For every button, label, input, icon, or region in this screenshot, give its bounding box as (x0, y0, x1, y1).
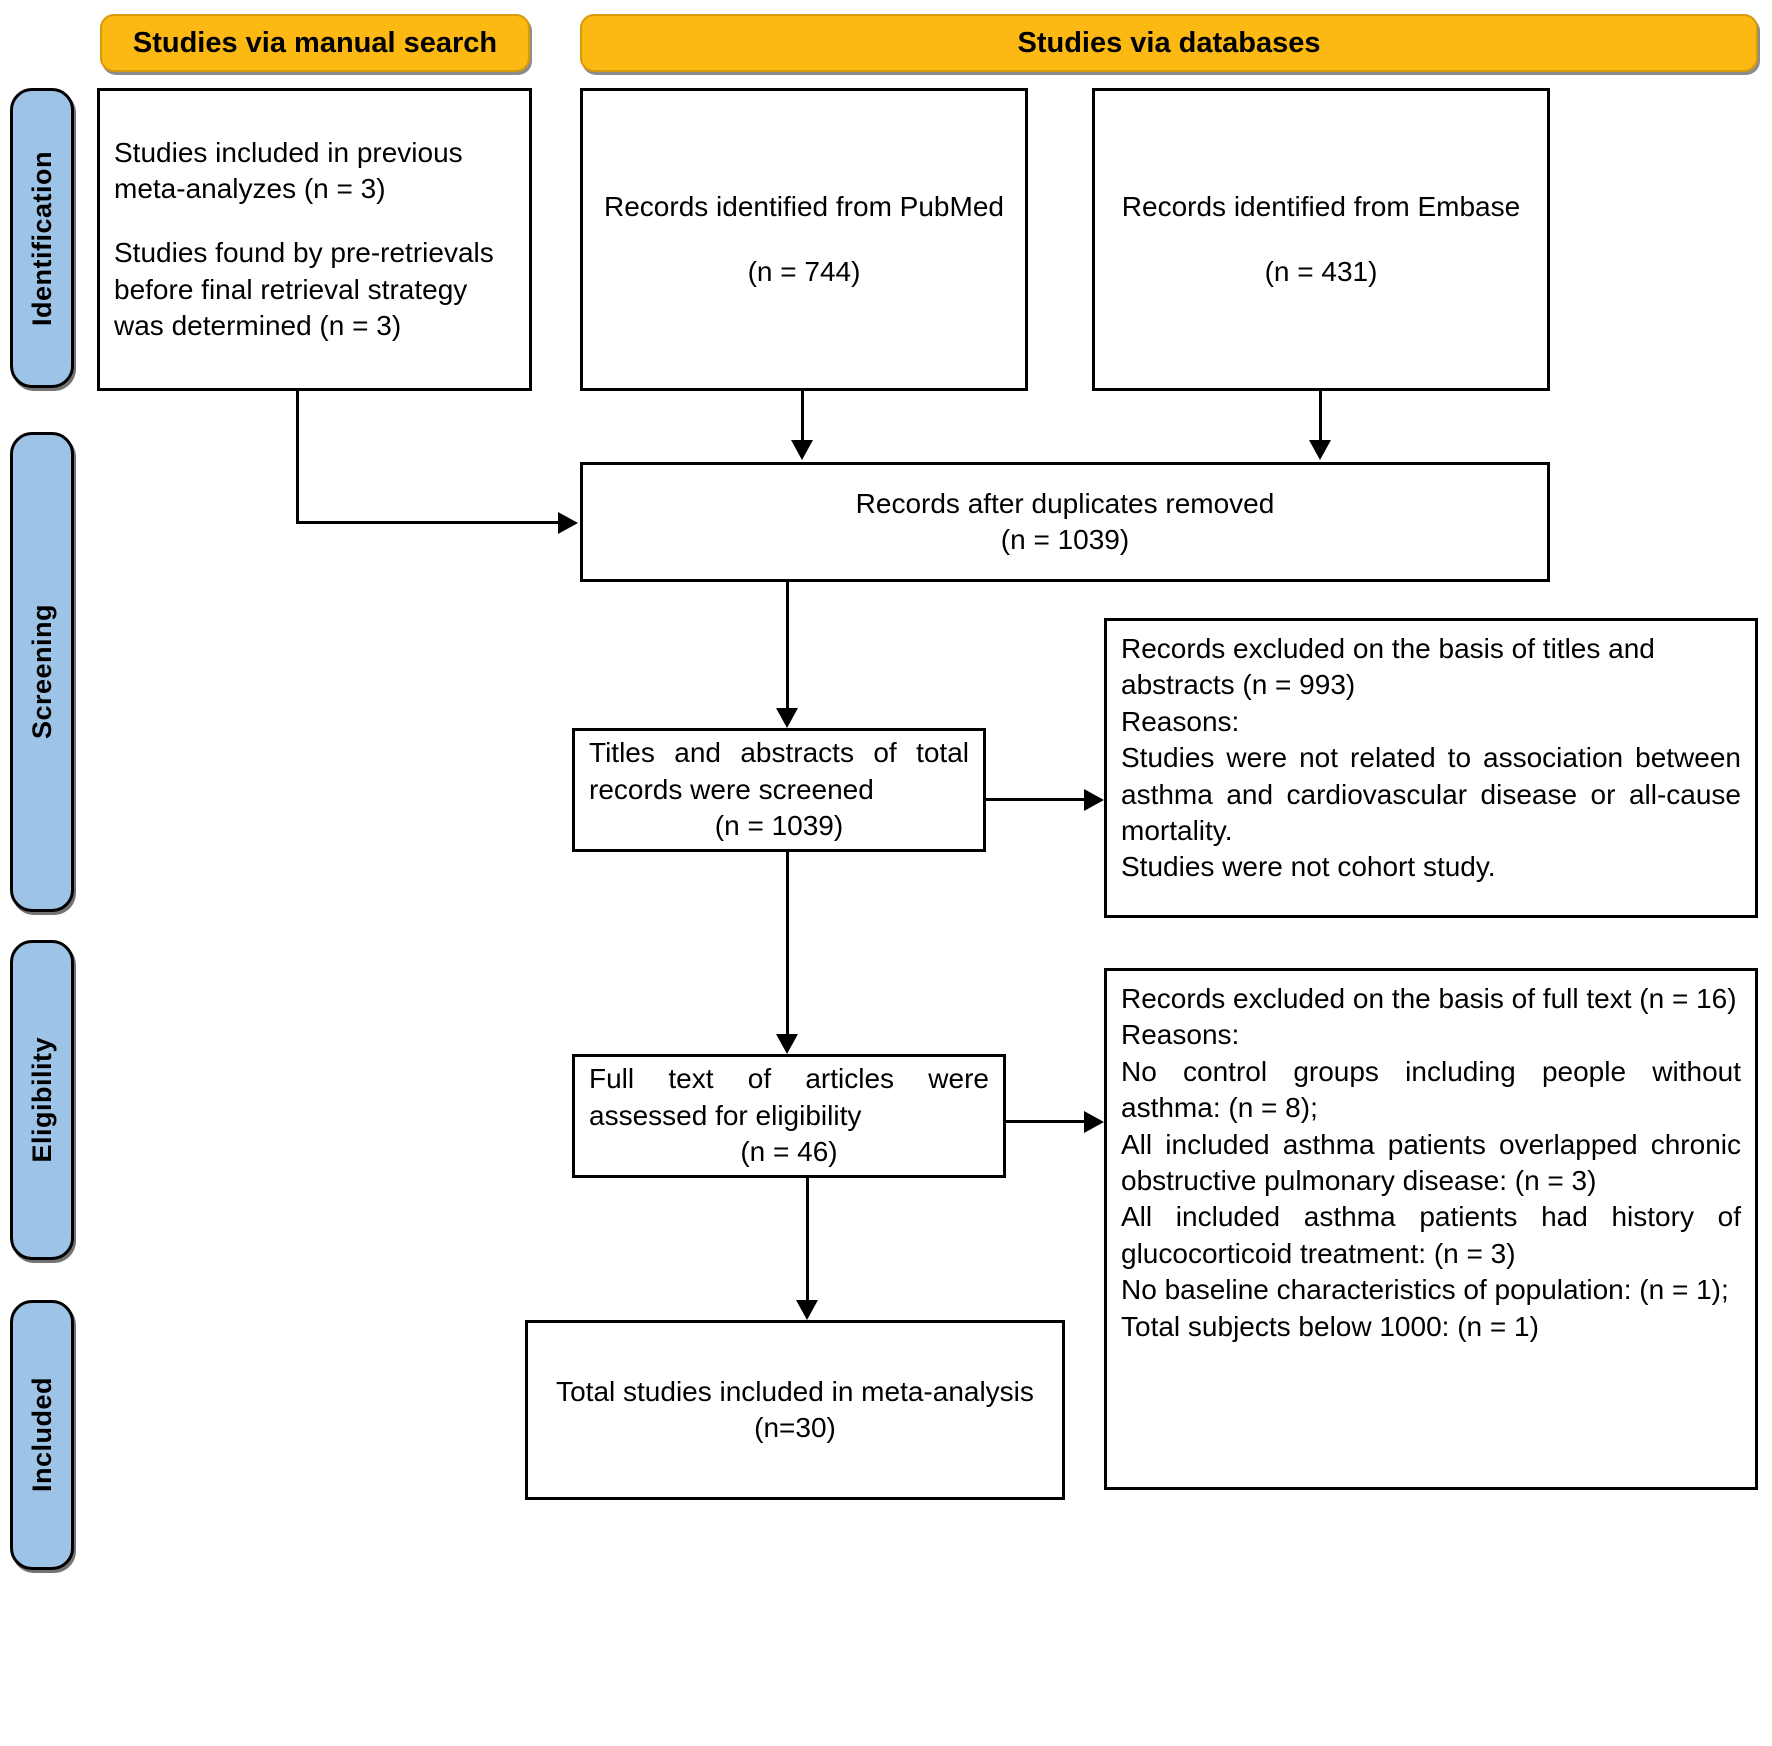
arrow-manual-to-duplicates-icon (558, 512, 578, 534)
box-records-pubmed: Records identified from PubMed (n = 744) (580, 88, 1028, 391)
excluded-fulltext-line-1: Records excluded on the basis of full te… (1121, 983, 1737, 1014)
fulltext-line-1: Full text of articles were assessed for … (589, 1063, 989, 1131)
box-titles-abstracts-screened: Titles and abstracts of total records we… (572, 728, 986, 852)
connector-pubmed-down (801, 391, 804, 443)
stage-identification-text: Identification (26, 150, 57, 326)
excluded-fulltext-line-5: All included asthma patients had history… (1121, 1201, 1741, 1269)
arrow-embase-to-duplicates-icon (1309, 440, 1331, 460)
arrow-fulltext-to-total-icon (796, 1300, 818, 1320)
connector-fulltext-down (806, 1178, 809, 1304)
connector-embase-down (1319, 391, 1322, 443)
box-records-after-duplicates: Records after duplicates removed (n = 10… (580, 462, 1550, 582)
total-line-1: Total studies included in meta-analysis (556, 1375, 1034, 1407)
excluded-fulltext-line-3: No control groups including people witho… (1121, 1055, 1741, 1124)
embase-line-2: (n = 431) (1264, 255, 1378, 287)
excluded-fulltext-line-7: Total subjects below 1000: (n = 1) (1121, 1310, 1539, 1342)
box-records-excluded-fulltext: Records excluded on the basis of full te… (1104, 968, 1758, 1490)
screened-line-2: (n = 1039) (714, 810, 844, 842)
stage-label-identification: Identification (10, 88, 74, 388)
box-manual-search-studies: Studies included in previous meta-analyz… (97, 88, 532, 391)
duplicates-line-1: Records after duplicates removed (855, 487, 1275, 519)
stage-screening-text: Screening (26, 604, 57, 740)
banner-manual-search: Studies via manual search (100, 14, 530, 72)
stage-label-eligibility: Eligibility (10, 940, 74, 1260)
fulltext-line-2: (n = 46) (740, 1136, 838, 1168)
connector-manual-down (296, 391, 299, 524)
duplicates-line-2: (n = 1039) (1000, 524, 1130, 555)
manual-line-2: meta-analyzes (n = 3) (114, 172, 386, 204)
banner-manual-search-label: Studies via manual search (132, 26, 498, 59)
connector-screened-down (786, 852, 789, 1038)
arrow-fulltext-to-excluded-icon (1084, 1111, 1104, 1133)
excluded-titles-line-1: Records excluded on the basis of titles … (1121, 633, 1655, 701)
pubmed-line-1: Records identified from PubMed (604, 191, 1004, 223)
arrow-screened-to-fulltext-icon (776, 1034, 798, 1054)
manual-line-4: before final retrieval strategy (114, 273, 468, 305)
excluded-fulltext-line-6: No baseline characteristics of populatio… (1121, 1274, 1729, 1306)
stage-included-text: Included (26, 1377, 57, 1493)
excluded-titles-line-4: Studies were not cohort study. (1121, 851, 1496, 883)
pubmed-line-2: (n = 744) (747, 255, 861, 287)
stage-eligibility-text: Eligibility (26, 1037, 57, 1163)
box-records-excluded-titles: Records excluded on the basis of titles … (1104, 618, 1758, 918)
stage-label-screening: Screening (10, 432, 74, 912)
manual-line-3: Studies found by pre-retrievals (114, 237, 494, 269)
arrow-screened-to-excluded-icon (1084, 789, 1104, 811)
arrow-pubmed-to-duplicates-icon (791, 440, 813, 460)
screened-line-1: Titles and abstracts of total records we… (589, 737, 969, 805)
connector-screened-right (986, 798, 1086, 801)
excluded-titles-line-3: Studies were not related to association … (1121, 742, 1741, 846)
total-line-2: (n=30) (754, 1412, 836, 1443)
banner-databases-label: Studies via databases (1017, 26, 1321, 59)
excluded-titles-line-2: Reasons: (1121, 705, 1240, 737)
box-full-text-assessed: Full text of articles were assessed for … (572, 1054, 1006, 1178)
excluded-fulltext-line-2: Reasons: (1121, 1019, 1240, 1051)
box-total-studies-included: Total studies included in meta-analysis … (525, 1320, 1065, 1500)
connector-duplicates-down (786, 582, 789, 712)
stage-label-included: Included (10, 1300, 74, 1570)
manual-spacer (114, 207, 515, 235)
box-records-embase: Records identified from Embase (n = 431) (1092, 88, 1550, 391)
manual-line-5: was determined (n = 3) (114, 310, 402, 342)
connector-fulltext-right (1006, 1120, 1086, 1123)
excluded-fulltext-line-4: All included asthma patients overlapped … (1121, 1128, 1741, 1196)
arrow-duplicates-to-screened-icon (776, 708, 798, 728)
connector-manual-right (296, 521, 560, 524)
banner-databases: Studies via databases (580, 14, 1758, 72)
embase-spacer (1109, 226, 1533, 254)
manual-line-1: Studies included in previous (114, 136, 463, 168)
pubmed-spacer (597, 226, 1011, 254)
embase-line-1: Records identified from Embase (1121, 191, 1521, 223)
